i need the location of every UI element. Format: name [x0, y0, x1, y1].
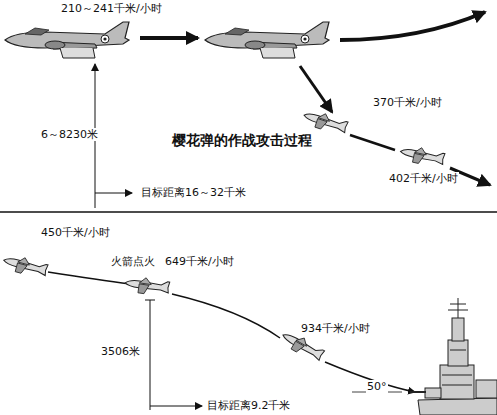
speed-label: 649千米/小时 [164, 255, 235, 268]
speed-label: 3506米 [100, 345, 141, 358]
speed-label: 934千米/小时 [300, 322, 371, 335]
speed-label: 目标距离16～32千米 [140, 186, 247, 199]
speed-label: 50° [366, 380, 388, 393]
speed-label: 370千米/小时 [372, 96, 443, 109]
speed-label: 450千米/小时 [40, 226, 111, 239]
speed-label: 402千米/小时 [388, 172, 459, 185]
speed-label: 6～8230米 [40, 128, 99, 141]
speed-label: 火箭点火 [110, 255, 156, 268]
diagram-title: 樱花弹的作战攻击过程 [170, 132, 314, 150]
speed-label: 210～241千米/小时 [60, 2, 163, 15]
speed-label: 目标距离9.2千米 [206, 399, 292, 412]
